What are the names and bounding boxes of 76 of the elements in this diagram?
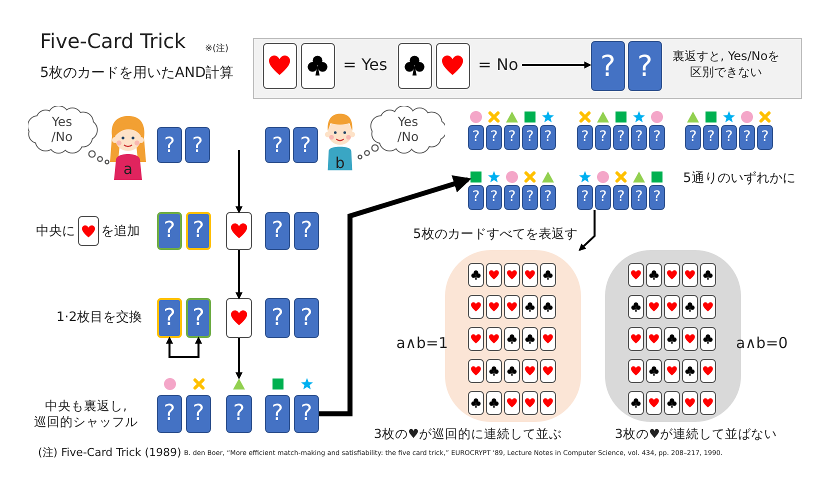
playing-card <box>226 298 252 338</box>
shirt-letter: a <box>122 160 134 179</box>
arrow <box>578 210 596 251</box>
face-down-card: ? <box>294 395 319 433</box>
face-down-card: ? <box>649 185 665 210</box>
face-down-card: ? <box>468 125 484 150</box>
step-label: 中央に <box>36 224 75 240</box>
result-label: a∧b=0 <box>736 333 789 354</box>
face-down-card: ? <box>613 185 629 210</box>
face-down-card: ? <box>577 185 593 210</box>
note-mark: ※(注) <box>205 44 229 56</box>
face-down-card: ? <box>293 127 318 163</box>
title: Five-Card Trick <box>40 29 186 54</box>
arrow <box>235 150 243 214</box>
step-label: 中央も裏返し, 巡回的シャッフル <box>33 398 139 430</box>
face-down-card: ? <box>504 125 520 150</box>
equation-label: = No <box>478 55 518 75</box>
face-down-card: ? <box>591 41 625 91</box>
playing-card <box>226 212 252 250</box>
face-down-card: ? <box>595 185 611 210</box>
face-down-card: ? <box>294 212 319 250</box>
face-down-card: ? <box>486 185 502 210</box>
face-down-card: ? <box>157 127 182 163</box>
face-down-card: ? <box>186 298 211 338</box>
face-down-card: ? <box>265 127 290 163</box>
face-down-card: ? <box>186 395 211 433</box>
header-panel <box>253 38 802 99</box>
face-down-card: ? <box>631 125 647 150</box>
face-down-card: ? <box>522 125 538 150</box>
face-down-card: ? <box>757 125 773 150</box>
note-text: 裏返すと, Yes/Noを区別できない <box>671 48 781 80</box>
face-down-card: ? <box>631 185 647 210</box>
face-down-card: ? <box>186 212 211 250</box>
step-label: を追加 <box>101 224 140 240</box>
bubble-text: Yes /No <box>396 114 420 144</box>
arrow <box>235 338 243 380</box>
face-down-card: ? <box>577 125 593 150</box>
face-down-card: ? <box>265 212 290 250</box>
face-down-card: ? <box>265 298 290 338</box>
face-down-card: ? <box>703 125 719 150</box>
bubble-text: Yes /No <box>50 114 74 144</box>
face-down-card: ? <box>595 125 611 150</box>
face-down-card: ? <box>157 395 182 433</box>
arrow <box>235 250 243 300</box>
face-down-card: ? <box>721 125 737 150</box>
face-down-card: ? <box>468 185 484 210</box>
face-down-card: ? <box>294 298 319 338</box>
face-down-card: ? <box>540 125 556 150</box>
step-label: 1·2枚目を交換 <box>55 310 142 326</box>
face-down-card: ? <box>613 125 629 150</box>
face-down-card: ? <box>486 125 502 150</box>
face-down-card: ? <box>628 41 662 91</box>
arrow <box>522 61 592 69</box>
face-down-card: ? <box>265 395 290 433</box>
subtitle: 5枚のカードを用いたAND計算 <box>40 65 234 82</box>
face-down-card: ? <box>157 212 182 250</box>
result-caption: 3枚の♥が巡回的に連続して並ぶ <box>372 426 564 443</box>
face-down-card: ? <box>185 127 210 163</box>
face-down-card: ? <box>226 395 252 433</box>
result-caption: 3枚の♥が連続して並ばない <box>614 426 778 443</box>
equation-label: = Yes <box>343 55 388 75</box>
shirt-letter: b <box>334 154 346 173</box>
face-down-card: ? <box>649 125 665 150</box>
arrow <box>319 175 472 416</box>
face-down-card: ? <box>522 185 538 210</box>
face-down-card: ? <box>504 185 520 210</box>
face-down-card: ? <box>739 125 755 150</box>
swap-arrow <box>166 336 202 358</box>
result-label: a∧b=1 <box>395 333 448 354</box>
footnote-label: (注) Five-Card Trick (1989) <box>38 446 182 460</box>
face-down-card: ? <box>540 185 556 210</box>
face-down-card: ? <box>157 298 182 338</box>
step-label: 5枚のカードすべてを表返す <box>413 227 578 244</box>
note-text: 5通りのいずれかに <box>683 171 796 188</box>
face-down-card: ? <box>685 125 701 150</box>
result-panel <box>445 250 581 422</box>
